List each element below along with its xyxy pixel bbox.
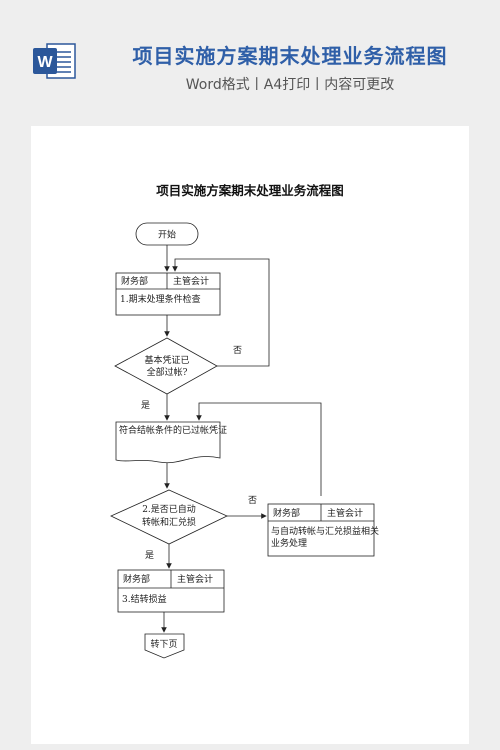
page-title: 项目实施方案期末处理业务流程图 [132, 44, 448, 68]
off-page-connector [144, 633, 185, 659]
document-shape [115, 421, 221, 464]
box3-dept: 财务部 [123, 573, 150, 585]
box2-task-line2: 业务处理 [271, 537, 307, 549]
box1-dept: 财务部 [121, 275, 148, 287]
yes-label-1: 是 [141, 400, 150, 411]
yes-label-2: 是 [145, 550, 154, 561]
document-title: 项目实施方案期末处理业务流程图 [156, 183, 344, 198]
loop-connector [172, 258, 270, 367]
end-label: 转下页 [150, 638, 177, 650]
decision1-line2: 全部过帐? [147, 366, 188, 378]
word-icon-letter: W [37, 54, 53, 71]
box2-role: 主管会计 [327, 507, 363, 519]
page-header: W 项目实施方案期末处理业务流程图 Word格式丨A4打印丨内容可更改 [0, 0, 500, 110]
box3-role: 主管会计 [177, 573, 213, 585]
box1-task: 1.期末处理条件检查 [120, 293, 201, 305]
doc1-label: 符合结帐条件的已过帐凭证 [119, 424, 227, 436]
decision1-line1: 基本凭证已 [144, 354, 189, 366]
box2-dept: 财务部 [273, 507, 300, 519]
loop-connector [196, 402, 322, 496]
decision-1 [114, 337, 218, 395]
box3-task: 3.结转损益 [122, 593, 167, 605]
box1-role: 主管会计 [173, 275, 209, 287]
process-box-1 [115, 272, 221, 316]
decision-2 [110, 489, 228, 545]
no-label-1: 否 [233, 345, 242, 356]
page-subtitle: Word格式丨A4打印丨内容可更改 [185, 77, 395, 93]
box2-task-line1: 与自动转帐与汇兑损益相关 [271, 525, 379, 537]
no-label-2: 否 [248, 495, 257, 506]
document-page: 项目实施方案期末处理业务流程图 开始 财务部 主管会计 1.期末处理条件检查 基… [31, 126, 469, 744]
word-document-icon: W [33, 43, 76, 79]
decision2-line2: 转帐和汇兑损 [142, 516, 196, 528]
flowchart: 项目实施方案期末处理业务流程图 开始 财务部 主管会计 1.期末处理条件检查 基… [110, 183, 379, 659]
process-box-3 [117, 569, 225, 613]
decision2-line1: 2.是否已自动 [142, 503, 196, 515]
start-label: 开始 [158, 229, 176, 241]
